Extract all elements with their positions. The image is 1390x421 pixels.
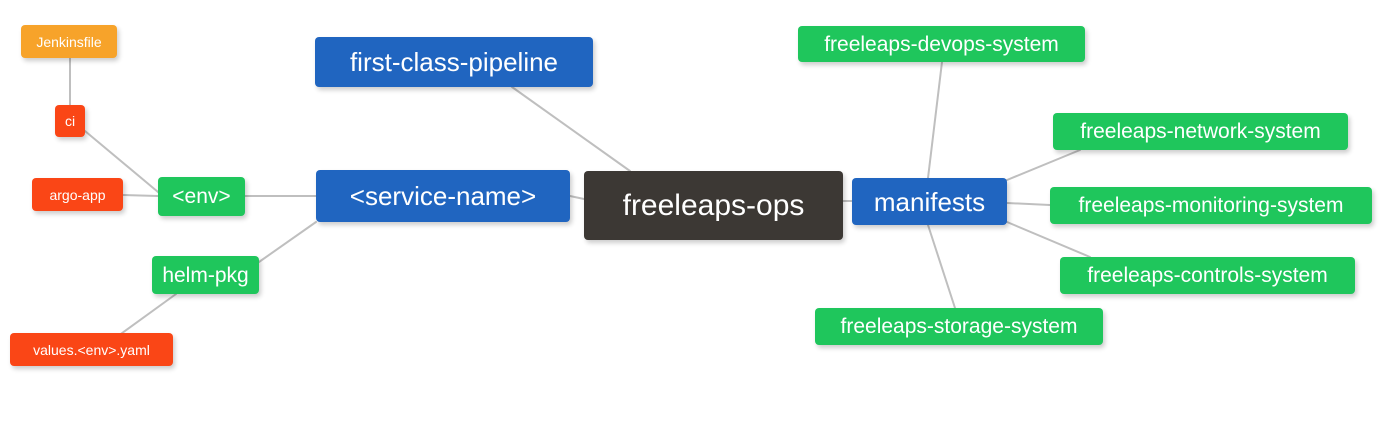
edge-first-class-pipeline-to-freeleaps-ops bbox=[511, 86, 631, 172]
node-ci[interactable]: ci bbox=[55, 105, 85, 137]
node-service-name[interactable]: <service-name> bbox=[316, 170, 570, 222]
node-first-class-pipeline[interactable]: first-class-pipeline bbox=[315, 37, 593, 87]
edge-service-name-to-freeleaps-ops bbox=[569, 195, 585, 200]
edge-manifests-to-freeleaps-network-system bbox=[1006, 149, 1081, 181]
node-argo-app[interactable]: argo-app bbox=[32, 178, 123, 211]
node-manifests[interactable]: manifests bbox=[852, 178, 1007, 225]
node-freeleaps-ops[interactable]: freeleaps-ops bbox=[584, 171, 843, 240]
edge-manifests-to-freeleaps-controls-system bbox=[1006, 221, 1091, 258]
node-freeleaps-monitoring-system[interactable]: freeleaps-monitoring-system bbox=[1050, 187, 1372, 224]
edge-manifests-to-freeleaps-devops-system bbox=[927, 61, 943, 179]
node-freeleaps-controls-system[interactable]: freeleaps-controls-system bbox=[1060, 257, 1355, 294]
node-jenkinsfile[interactable]: Jenkinsfile bbox=[21, 25, 117, 58]
edge-service-name-to-helm-pkg bbox=[258, 221, 317, 263]
node-freeleaps-devops-system[interactable]: freeleaps-devops-system bbox=[798, 26, 1085, 62]
edge-helm-pkg-to-values-yaml bbox=[117, 293, 177, 337]
edge-argo-app-to-env bbox=[122, 194, 159, 197]
node-values-yaml[interactable]: values.<env>.yaml bbox=[10, 333, 173, 366]
node-freeleaps-storage-system[interactable]: freeleaps-storage-system bbox=[815, 308, 1103, 345]
node-freeleaps-network-system[interactable]: freeleaps-network-system bbox=[1053, 113, 1348, 150]
edge-manifests-to-freeleaps-storage-system bbox=[927, 224, 956, 309]
node-helm-pkg[interactable]: helm-pkg bbox=[152, 256, 259, 294]
edge-manifests-to-freeleaps-monitoring-system bbox=[1006, 202, 1051, 206]
node-env[interactable]: <env> bbox=[158, 177, 245, 216]
